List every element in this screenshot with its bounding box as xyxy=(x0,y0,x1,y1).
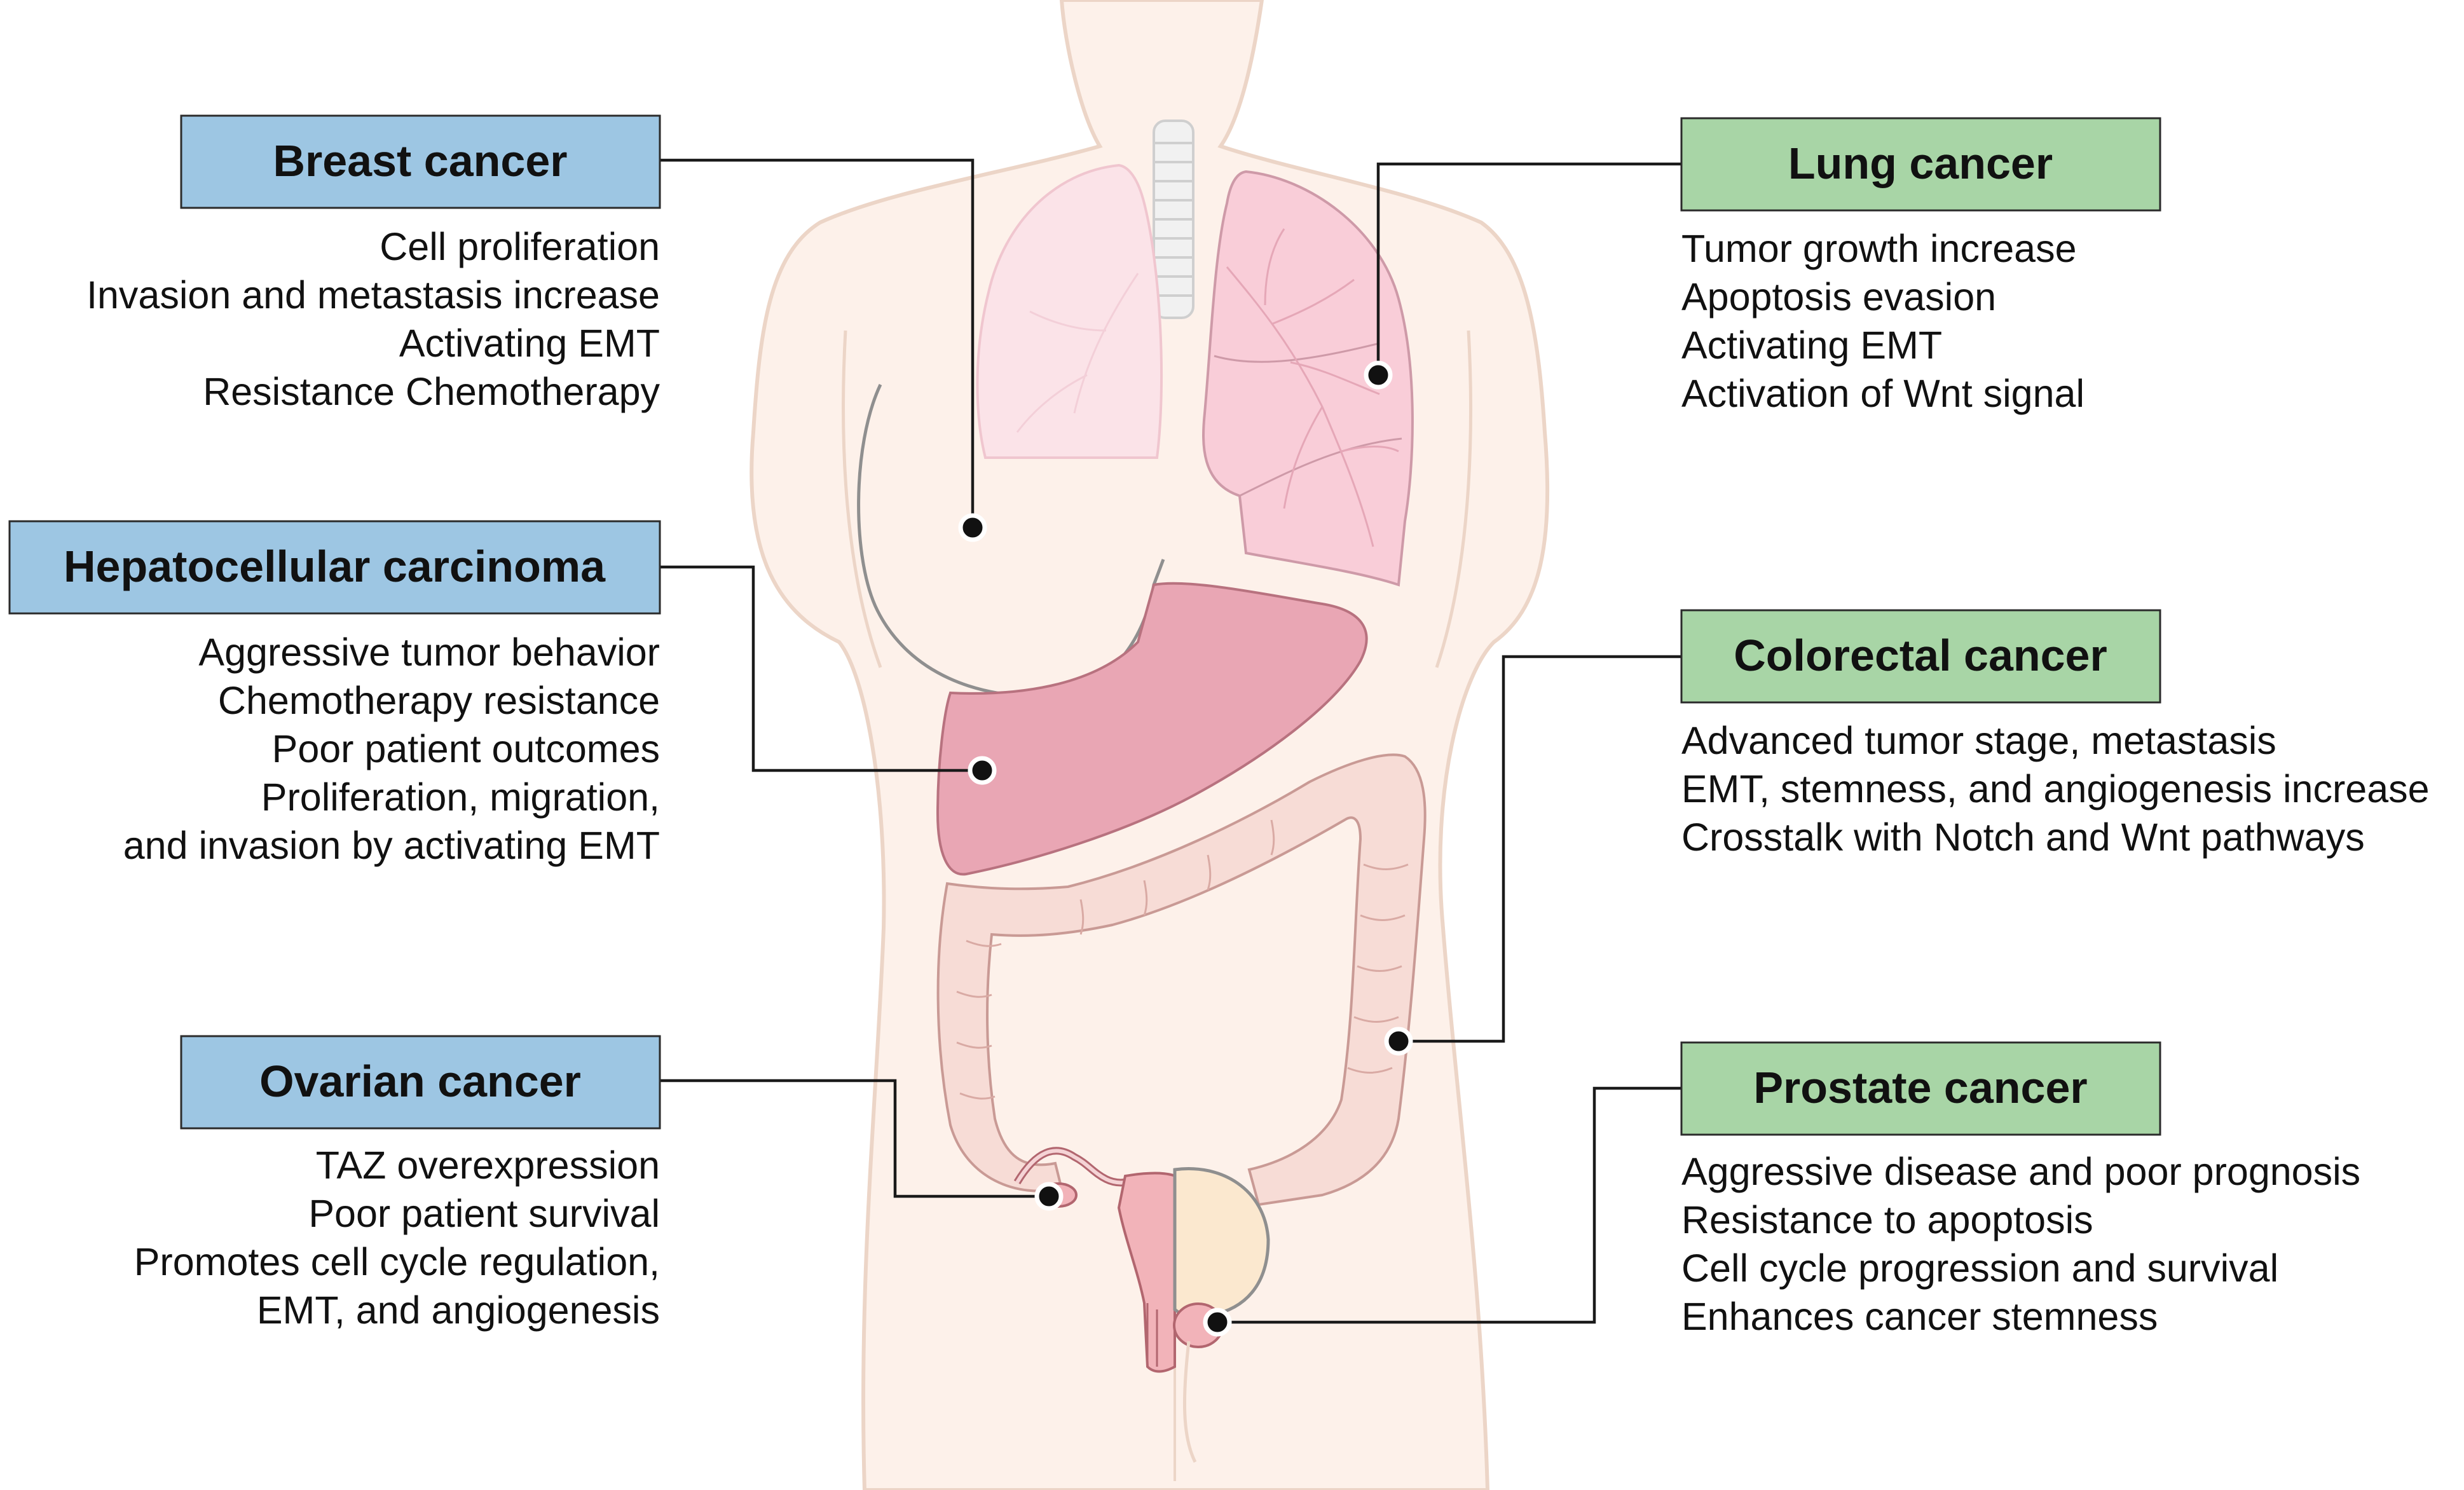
arm-line-right xyxy=(1435,330,1472,668)
label-box-breast xyxy=(180,114,661,209)
label-box-hepatocellular xyxy=(8,520,661,615)
card-colorectal-line: Advanced tumor stage, metastasis xyxy=(1681,719,2276,762)
markers xyxy=(958,360,1413,1337)
card-ovarian-line: Poor patient survival xyxy=(308,1192,660,1235)
card-hepatocellular: Hepatocellular carcinoma Aggressive tumo… xyxy=(8,520,661,867)
card-colorectal-title: Colorectal cancer xyxy=(1734,631,2107,680)
card-breast-line: Invasion and metastasis increase xyxy=(86,273,660,317)
card-prostate-line: Enhances cancer stemness xyxy=(1681,1295,2158,1338)
card-breast-line: Cell proliferation xyxy=(380,225,660,268)
card-ovarian-line: Promotes cell cycle regulation, xyxy=(134,1240,660,1283)
marker-lung xyxy=(1364,360,1393,390)
card-prostate-title: Prostate cancer xyxy=(1753,1063,2087,1112)
card-breast-line: Activating EMT xyxy=(399,322,660,365)
leader-colorectal xyxy=(1399,655,1681,1043)
reproductive-organs-icon xyxy=(1013,1147,1270,1463)
card-prostate-line: Cell cycle progression and survival xyxy=(1681,1247,2278,1290)
card-hepatocellular-line: Aggressive tumor behavior xyxy=(198,631,660,674)
trachea-icon xyxy=(1153,120,1194,319)
card-lung: Lung cancer Tumor growth increase Apopto… xyxy=(1680,117,2161,415)
card-prostate-line: Resistance to apoptosis xyxy=(1681,1198,2093,1241)
card-breast-title: Breast cancer xyxy=(273,136,567,186)
marker-colorectal xyxy=(1384,1027,1413,1056)
uterus xyxy=(1117,1172,1176,1373)
card-lung-line: Tumor growth increase xyxy=(1681,227,2077,270)
marker-prostate xyxy=(1203,1308,1232,1337)
card-breast: Breast cancer Cell proliferation Invasio… xyxy=(86,114,661,413)
label-box-prostate xyxy=(1680,1041,2161,1136)
marker-ovarian xyxy=(1034,1182,1064,1211)
card-breast-line: Resistance Chemotherapy xyxy=(203,370,660,413)
leader-lung xyxy=(1376,162,1681,375)
leader-breast xyxy=(660,158,975,528)
left-lung-faded xyxy=(976,163,1163,459)
card-prostate: Prostate cancer Aggressive disease and p… xyxy=(1680,1041,2360,1338)
label-box-ovarian xyxy=(180,1035,661,1130)
liver-icon xyxy=(936,582,1368,876)
card-colorectal: Colorectal cancer Advanced tumor stage, … xyxy=(1680,609,2430,859)
marker-hepatocellular xyxy=(968,756,997,785)
card-lung-line: Apoptosis evasion xyxy=(1681,275,1996,318)
leader-lines xyxy=(660,158,1681,1324)
leader-ovarian xyxy=(660,1079,1049,1198)
card-lung-title: Lung cancer xyxy=(1788,139,2053,188)
label-box-colorectal xyxy=(1680,609,2161,704)
card-ovarian-line: TAZ overexpression xyxy=(316,1144,660,1187)
card-hepatocellular-title: Hepatocellular carcinoma xyxy=(64,542,606,591)
card-hepatocellular-line: Proliferation, migration, xyxy=(261,776,660,819)
card-lung-line: Activation of Wnt signal xyxy=(1681,372,2084,415)
card-hepatocellular-line: and invasion by activating EMT xyxy=(123,824,660,867)
leader-prostate xyxy=(1217,1086,1681,1324)
marker-breast xyxy=(958,513,987,542)
card-colorectal-line: Crosstalk with Notch and Wnt pathways xyxy=(1681,816,2365,859)
card-ovarian-title: Ovarian cancer xyxy=(259,1056,581,1106)
card-hepatocellular-line: Chemotherapy resistance xyxy=(218,679,660,722)
leader-hepatocellular xyxy=(660,565,982,772)
card-lung-line: Activating EMT xyxy=(1681,324,1942,367)
lung-icon xyxy=(976,163,1414,587)
card-prostate-line: Aggressive disease and poor prognosis xyxy=(1681,1150,2360,1193)
card-colorectal-line: EMT, stemness, and angiogenesis increase xyxy=(1681,767,2430,810)
card-ovarian: Ovarian cancer TAZ overexpression Poor p… xyxy=(134,1035,661,1332)
card-ovarian-line: EMT, and angiogenesis xyxy=(257,1288,660,1332)
arm-line-left xyxy=(842,330,882,668)
card-hepatocellular-line: Poor patient outcomes xyxy=(272,727,660,770)
label-box-lung xyxy=(1680,117,2161,212)
